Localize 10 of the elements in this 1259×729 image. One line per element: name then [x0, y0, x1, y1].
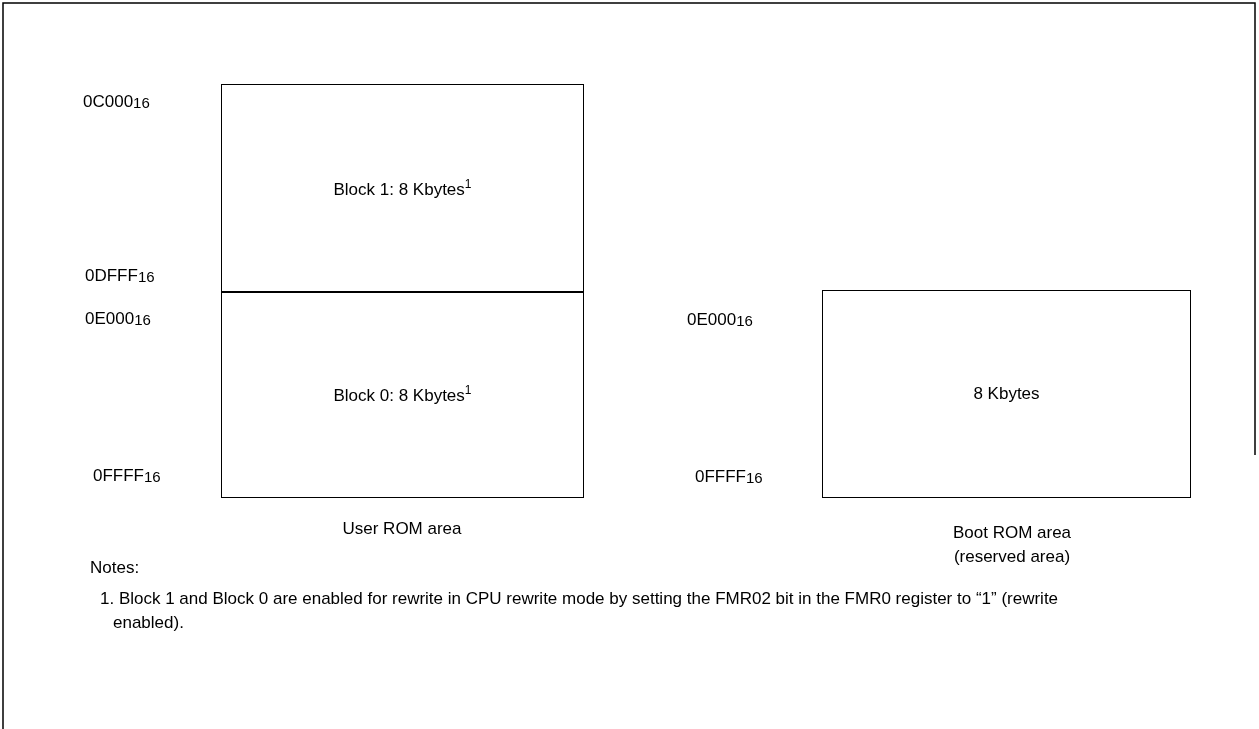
- block-size-label: Block 0: 8 Kbytes$^{1}$: [333, 383, 472, 406]
- memory-block: [221, 84, 584, 293]
- area-caption: User ROM area: [341, 519, 463, 539]
- note-text: 1. Block 1 and Block 0 are enabled for rewrite in CPU rewrite mode by setting the FMR02 bit in the FMR0 register to “1” (rewrite enabled).: [100, 588, 1060, 634]
- memory-block: [822, 290, 1191, 498]
- area-caption: Boot ROM area (reserved area): [951, 522, 1073, 568]
- notes-heading: Notes:: [90, 558, 141, 578]
- block-size-label: 8 Kbytes: [973, 384, 1040, 404]
- block-size-label: Block 1: 8 Kbytes$^{1}$: [333, 177, 472, 200]
- memory-block: [221, 291, 584, 498]
